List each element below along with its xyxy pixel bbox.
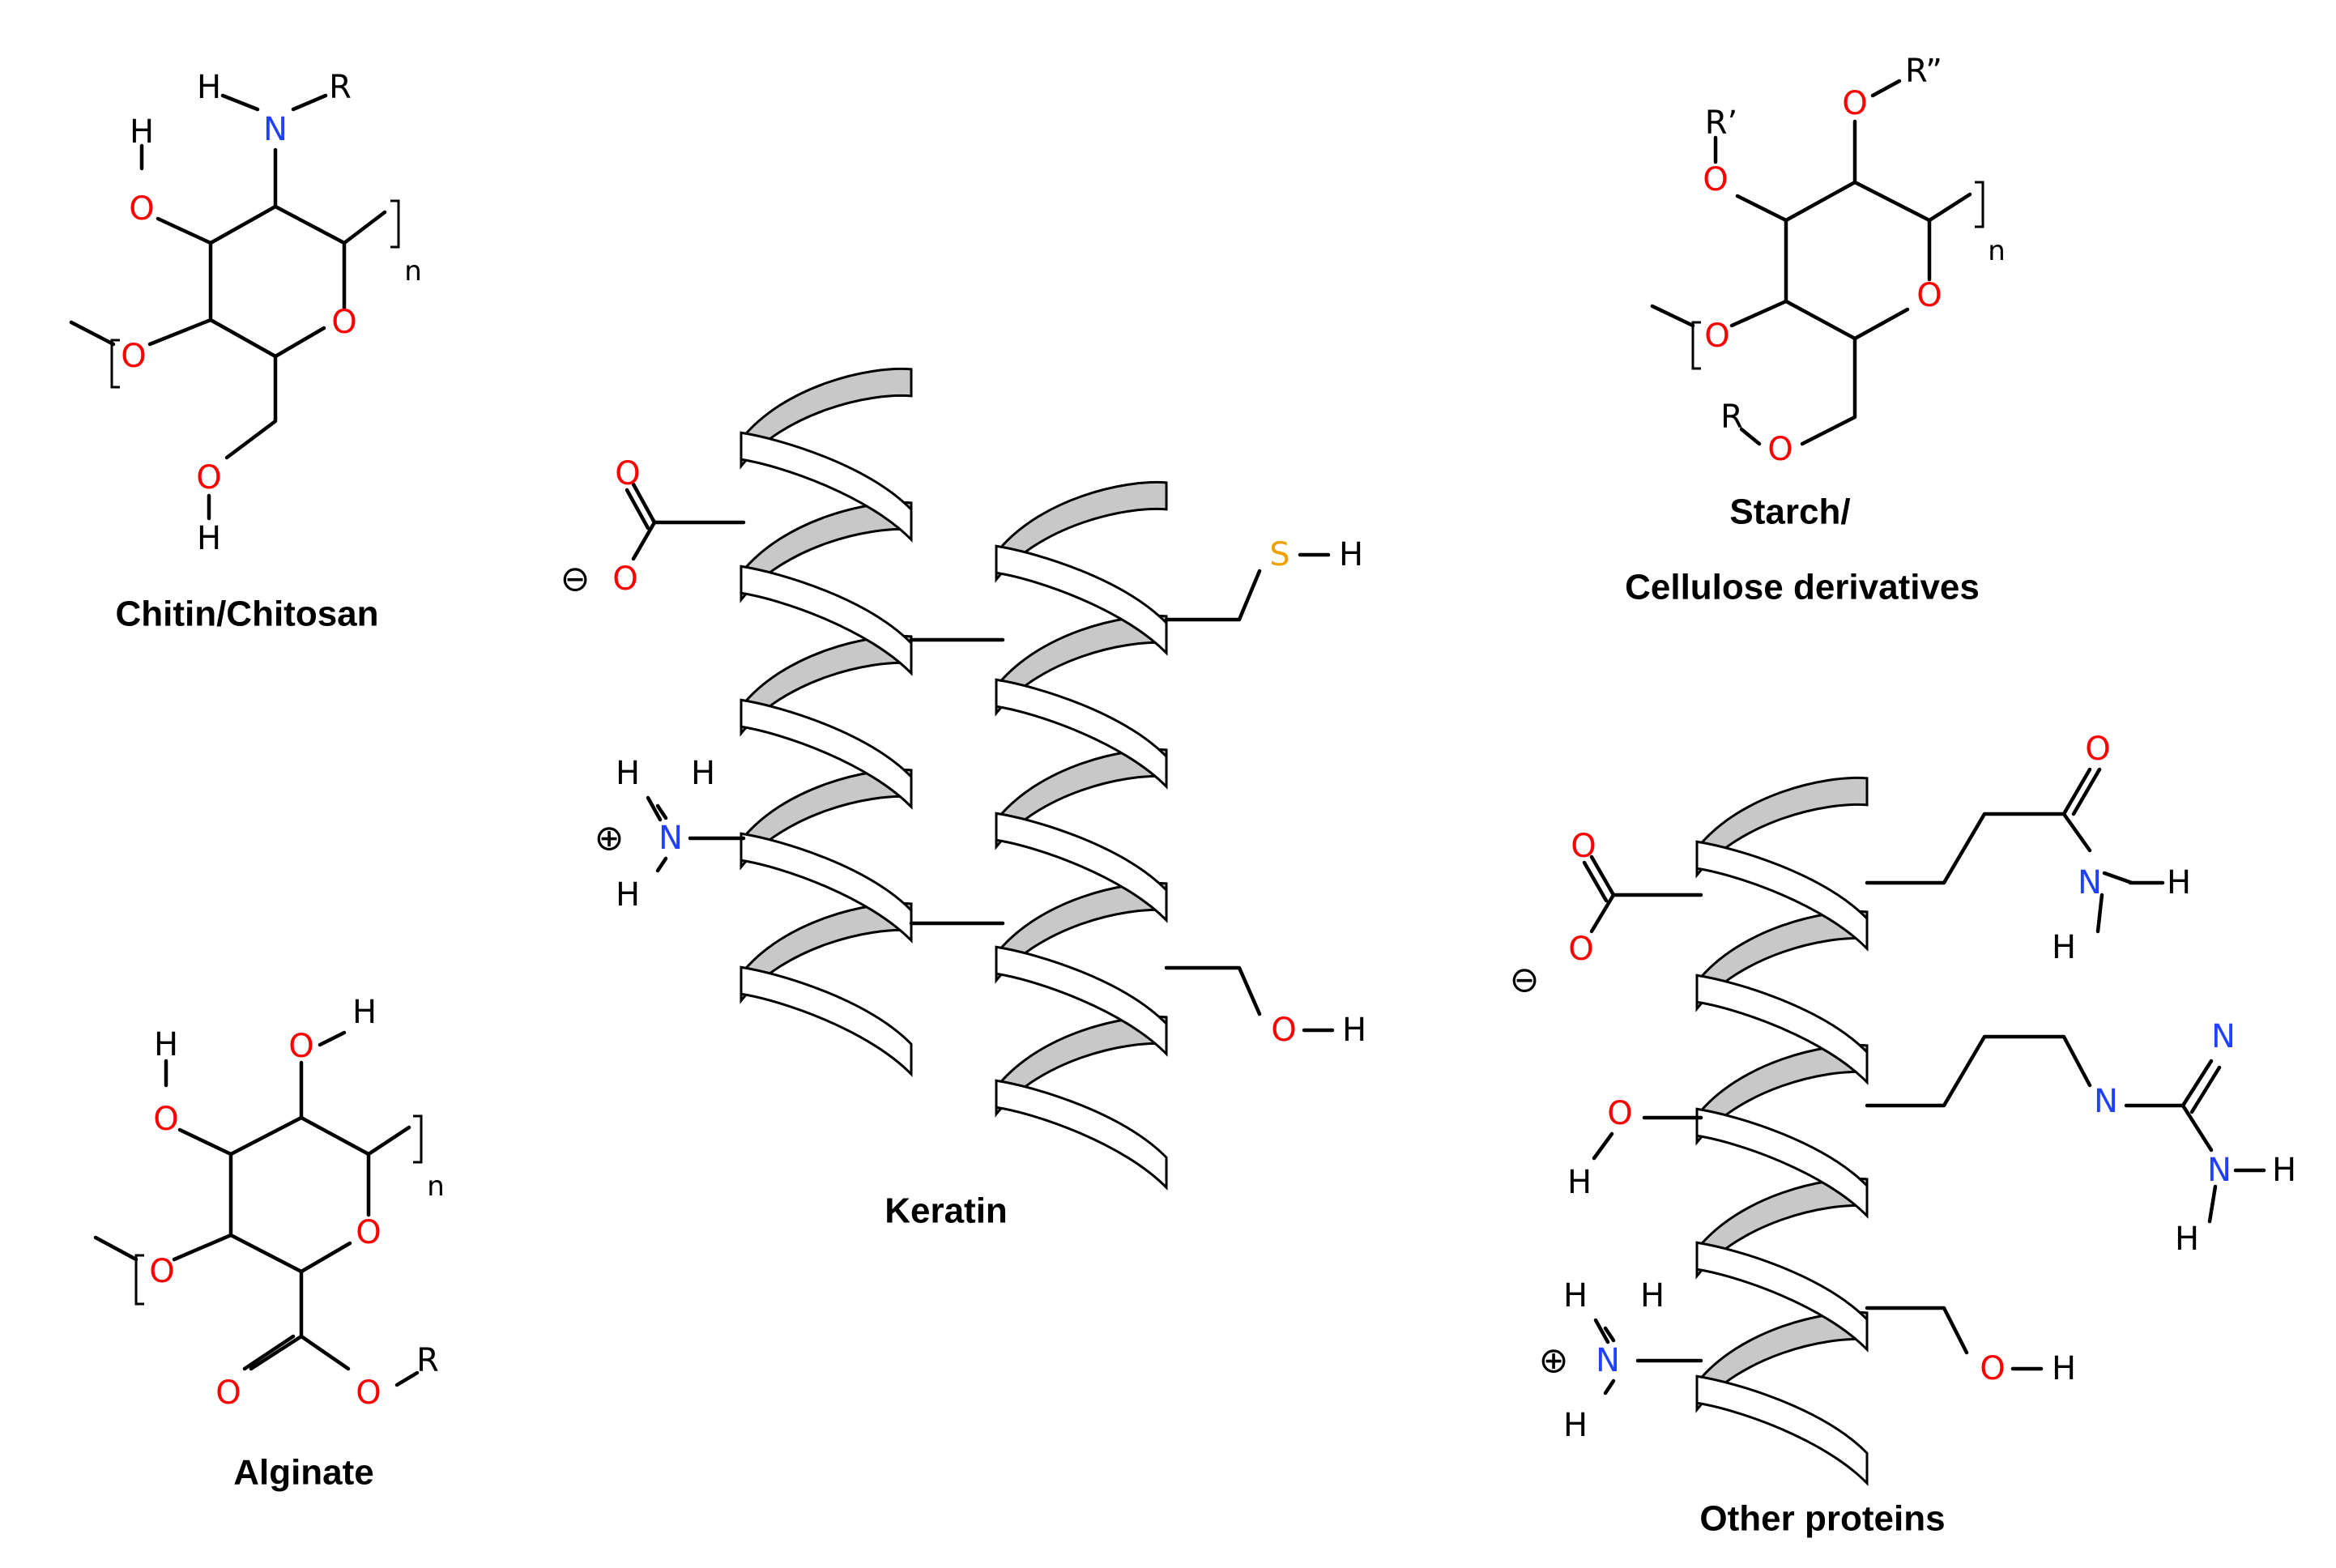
- protein-amide-oxygen: O: [2085, 731, 2110, 768]
- helix-front-ribbon: [740, 832, 913, 944]
- chitin-hydrogen-6: H: [197, 520, 221, 557]
- alginate-repeat-n: n: [427, 1170, 445, 1203]
- keratin-plus-charge: ⊕: [595, 818, 624, 859]
- starch-label-line1: Starch/: [1729, 492, 1850, 532]
- alginate-structure: O O H O H O O O R n Alginate: [93, 994, 445, 1493]
- chitin-nitrogen: N: [263, 111, 288, 148]
- protein-guanidine-h2: H: [2175, 1221, 2199, 1258]
- protein-minus-charge: ⊖: [1510, 960, 1540, 1001]
- helix-front-ribbon: [1695, 974, 1869, 1085]
- protein-hydroxyl-h-right: H: [2052, 1350, 2076, 1387]
- starch-oxygen-3: O: [1703, 161, 1728, 198]
- keratin-label: Keratin: [885, 1191, 1008, 1231]
- helix-front-ribbon: [995, 544, 1168, 656]
- keratin-thiol-h: H: [1339, 536, 1363, 573]
- protein-amide-h1: H: [2167, 864, 2191, 901]
- helix-back-ribbon: [740, 367, 913, 470]
- chitin-oxygen-6: O: [196, 459, 221, 496]
- keratin-minus-charge: ⊖: [561, 559, 590, 600]
- chitin-repeat-n: n: [404, 255, 422, 288]
- starch-label-line2: Cellulose derivatives: [1625, 568, 1980, 607]
- protein-helix: [1695, 776, 1869, 1486]
- keratin-hydroxyl-oxygen: O: [1271, 1012, 1296, 1049]
- protein-guanidine-n1: N: [2094, 1083, 2118, 1120]
- helix-front-ribbon: [740, 431, 913, 543]
- keratin-helix-right: [995, 480, 1168, 1191]
- other-proteins-structure: O O ⊖ O H N H H H ⊕ O N H H N N N H H O …: [1510, 731, 2296, 1539]
- protein-nitrogen-amine: N: [1596, 1342, 1620, 1379]
- starch-r-group: R: [1720, 398, 1743, 436]
- starch-oxygen-6: O: [1767, 431, 1792, 468]
- protein-amine-h3: H: [1563, 1407, 1588, 1444]
- chitin-oxygen-3: O: [129, 190, 154, 228]
- alginate-oxygen-glyc: O: [149, 1253, 174, 1290]
- protein-hydroxyl-h-left: H: [1567, 1164, 1592, 1201]
- protein-amide-nitrogen: N: [2078, 864, 2102, 901]
- helix-front-ribbon: [995, 812, 1168, 923]
- starch-oxygen-glyc: O: [1704, 317, 1729, 355]
- protein-guanidine-n3: N: [2207, 1152, 2232, 1189]
- protein-plus-charge: ⊕: [1539, 1340, 1569, 1382]
- keratin-nitrogen: N: [659, 820, 683, 857]
- helix-front-ribbon: [995, 945, 1168, 1057]
- helix-front-ribbon: [740, 698, 913, 810]
- proteins-label: Other proteins: [1699, 1499, 1945, 1539]
- alginate-oxygen-ring: O: [356, 1214, 381, 1251]
- helix-back-ribbon: [1695, 776, 1869, 879]
- starch-structure: O O R” O R’ O O R n Starch/ Cellulose de…: [1625, 53, 2006, 607]
- keratin-structure: O O ⊖ N H H H ⊕ S H O H Keratin: [561, 367, 1366, 1231]
- protein-hydroxyl-oxygen-left: O: [1607, 1095, 1632, 1132]
- keratin-helix-left: [740, 367, 913, 1077]
- starch-r-double-prime: R”: [1905, 53, 1942, 90]
- helix-front-ribbon: [995, 1079, 1168, 1191]
- helix-front-ribbon: [995, 678, 1168, 790]
- starch-r-prime: R’: [1705, 104, 1738, 142]
- protein-guanidine-h1: H: [2272, 1152, 2296, 1189]
- chitin-label: Chitin/Chitosan: [115, 594, 378, 634]
- keratin-carboxyl-oxygen: O: [612, 560, 637, 598]
- alginate-oxygen-2: O: [288, 1028, 313, 1065]
- starch-repeat-n: n: [1988, 235, 2006, 267]
- chitin-r-group: R: [329, 69, 352, 106]
- protein-guanidine-n2: N: [2211, 1018, 2236, 1055]
- protein-hydroxyl-oxygen-right: O: [1980, 1350, 2005, 1387]
- chitin-structure: O O H O N H R O H n Chitin/Chitosan: [69, 69, 422, 634]
- alginate-hydrogen-2: H: [352, 994, 377, 1031]
- helix-front-ribbon: [1695, 840, 1869, 952]
- chitin-hydrogen-n: H: [197, 69, 221, 106]
- alginate-label: Alginate: [233, 1453, 374, 1493]
- keratin-sulfur: S: [1269, 536, 1289, 573]
- protein-carbonyl-oxygen: O: [1571, 828, 1596, 865]
- helix-front-ribbon: [1695, 1241, 1869, 1353]
- chitin-oxygen-glyc: O: [121, 338, 146, 375]
- keratin-hydroxyl-h: H: [1342, 1012, 1366, 1049]
- alginate-ester-oxygen: O: [356, 1374, 381, 1412]
- alginate-r-group: R: [416, 1342, 439, 1379]
- keratin-amine-h1: H: [616, 755, 640, 792]
- keratin-amine-h2: H: [691, 755, 715, 792]
- helix-front-ribbon: [1695, 1374, 1869, 1486]
- helix-front-ribbon: [740, 965, 913, 1077]
- keratin-carbonyl-oxygen: O: [615, 455, 640, 492]
- starch-oxygen-ring: O: [1916, 277, 1942, 314]
- alginate-hydrogen-3: H: [154, 1026, 178, 1063]
- helix-front-ribbon: [740, 565, 913, 676]
- keratin-amine-h3: H: [616, 876, 640, 914]
- protein-amide-h2: H: [2052, 929, 2076, 966]
- chitin-hydrogen-3: H: [130, 113, 154, 151]
- protein-amine-h1: H: [1563, 1277, 1588, 1314]
- chitin-oxygen-ring: O: [331, 304, 356, 341]
- helix-back-ribbon: [995, 480, 1168, 583]
- starch-oxygen-2: O: [1842, 85, 1867, 122]
- alginate-oxygen-3: O: [153, 1101, 178, 1138]
- helix-front-ribbon: [1695, 1107, 1869, 1219]
- alginate-carbonyl-oxygen: O: [215, 1374, 241, 1412]
- protein-amine-h2: H: [1640, 1277, 1665, 1314]
- protein-carboxyl-oxygen: O: [1568, 931, 1593, 968]
